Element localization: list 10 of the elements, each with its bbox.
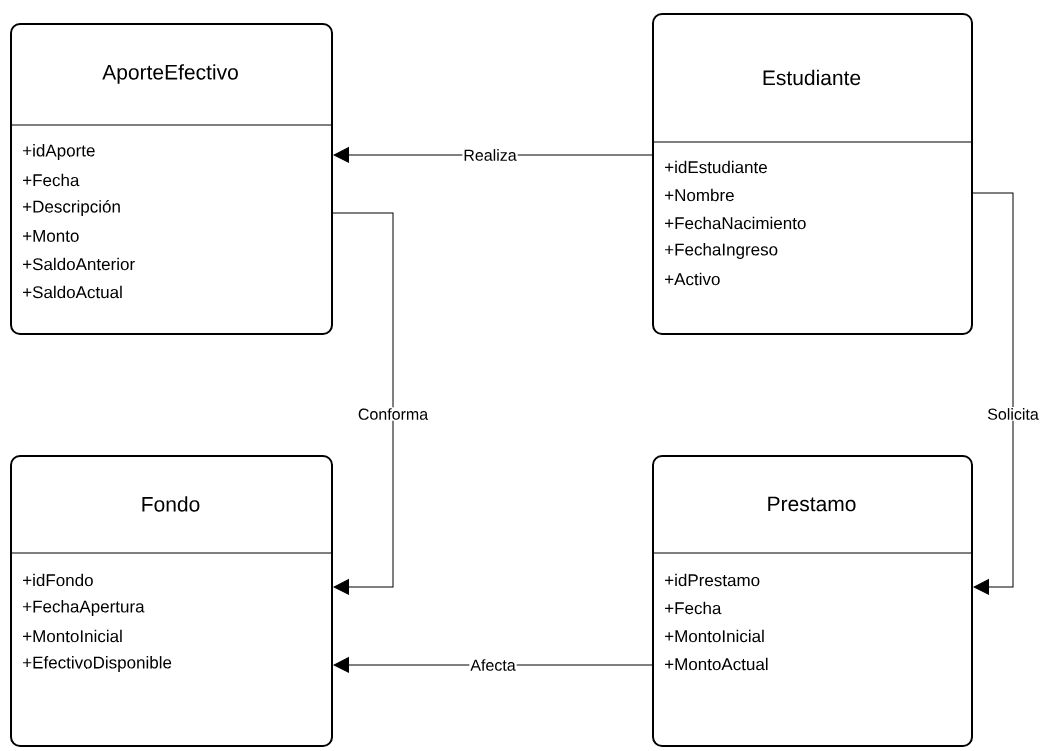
class-box: Prestamo +idPrestamo +Fecha +MontoInicial +MontoActual (651, 455, 973, 747)
class-box: AporteEfectivo +idAporte +Fecha +Descripción +Monto +SaldoAnterior +SaldoActual (9, 23, 333, 335)
arrow (332, 212, 394, 595)
edge-label: Conforma (356, 407, 430, 421)
arrow (972, 192, 1014, 595)
edge-label: Realiza (462, 148, 518, 162)
edge-label: Afecta (469, 658, 517, 672)
class-box: Estudiante +idEstudiante +Nombre +FechaNacimiento +FechaIngreso +Activo (651, 13, 973, 335)
edge-label: Solicita (986, 407, 1040, 421)
class-box: Fondo +idFondo +FechaApertura +MontoInicial +EfectivoDisponible (9, 455, 333, 747)
